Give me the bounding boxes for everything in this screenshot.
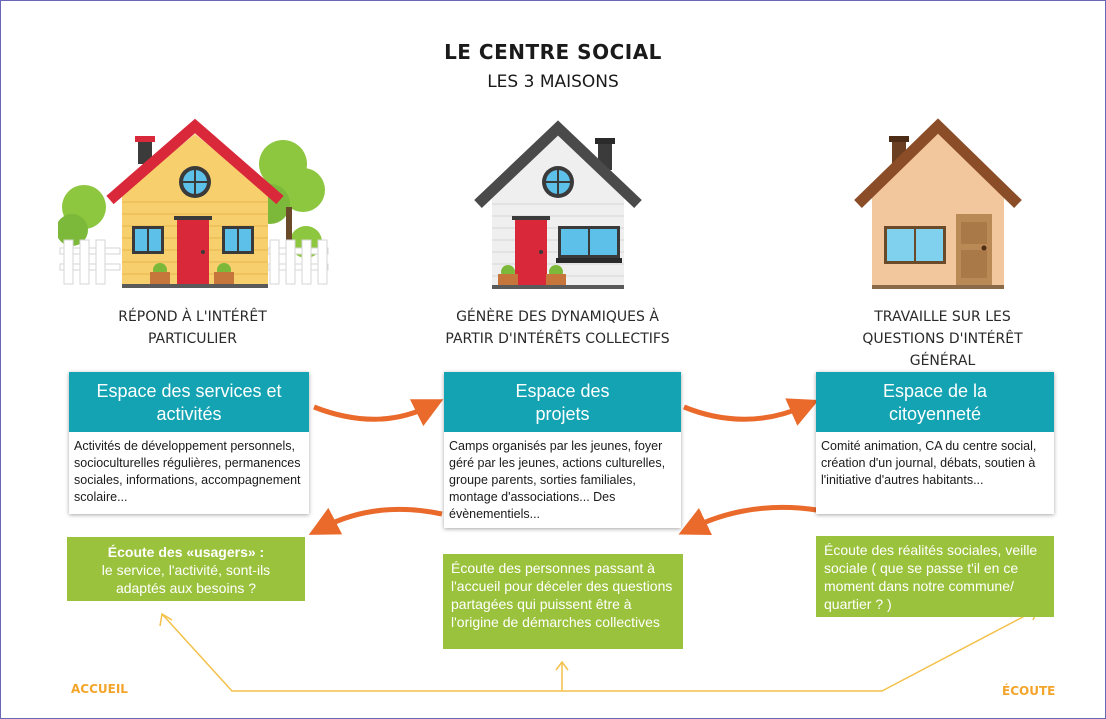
- page-subtitle: LES 3 MAISONS: [487, 72, 619, 92]
- listening-social-realities: Écoute des réalités sociales, veille soc…: [816, 536, 1054, 617]
- space-projects: Espace des projets Camps organisés par l…: [444, 372, 681, 528]
- space-citizenship-title: Espace de la citoyenneté: [816, 372, 1054, 432]
- listening-users-heading: Écoute des «usagers» :: [107, 544, 265, 560]
- space-services-text: Activités de développement personnels, s…: [74, 439, 301, 504]
- page-title: LE CENTRE SOCIAL: [444, 40, 662, 64]
- space-citizenship: Espace de la citoyenneté Comité animatio…: [816, 372, 1054, 514]
- space-projects-text: Camps organisés par les jeunes, foyer gé…: [449, 439, 666, 521]
- space-services: Espace des services et activités Activit…: [69, 372, 309, 514]
- house-general: [854, 118, 1022, 289]
- caption-collective: GÉNÈRE DES DYNAMIQUES À PARTIR D'INTÉRÊT…: [445, 309, 670, 347]
- space-citizenship-text: Comité animation, CA du centre social, c…: [821, 439, 1037, 487]
- space-projects-title: Espace des projets: [444, 372, 681, 432]
- listening-users-text: le service, l'activité, sont-ils adaptés…: [101, 562, 271, 596]
- listening-visitors-text: Écoute des personnes passant à l'accueil…: [451, 560, 673, 630]
- arrow-projects-to-citizenship: [683, 398, 819, 426]
- listening-users: Écoute des «usagers» : le service, l'act…: [67, 537, 305, 601]
- arrow-services-to-projects: [313, 399, 444, 427]
- house-particular: [58, 118, 329, 288]
- arrow-citizenship-to-projects: [678, 504, 818, 535]
- label-ecoute: ÉCOUTE: [1002, 684, 1056, 698]
- label-accueil: ACCUEIL: [71, 682, 128, 696]
- listening-visitors: Écoute des personnes passant à l'accueil…: [443, 554, 683, 649]
- caption-particular: RÉPOND À L'INTÉRÊT PARTICULIER: [118, 309, 267, 347]
- space-services-title: Espace des services et activités: [69, 372, 309, 432]
- arrow-projects-to-services: [308, 506, 443, 535]
- listening-social-realities-text: Écoute des réalités sociales, veille soc…: [824, 542, 1038, 612]
- house-collective: [474, 120, 642, 289]
- caption-general: TRAVAILLE SUR LES QUESTIONS D'INTÉRÊT GÉ…: [862, 309, 1023, 369]
